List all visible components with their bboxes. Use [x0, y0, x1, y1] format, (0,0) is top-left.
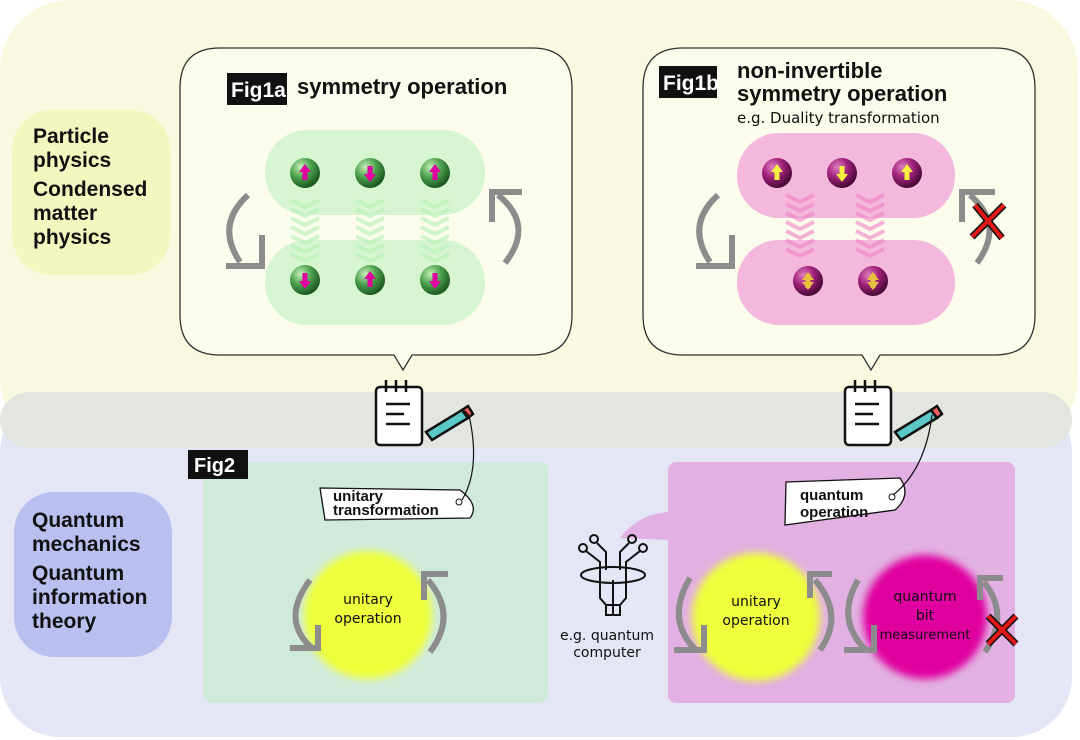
- svg-text:matter: matter: [33, 202, 97, 225]
- fig1a-bubble: Fig1a symmetry operation: [179, 47, 573, 372]
- svg-text:non-invertible: non-invertible: [737, 58, 882, 83]
- measurement-circle: [863, 555, 987, 679]
- svg-text:operation: operation: [800, 504, 868, 521]
- spin-up-down: [793, 266, 823, 296]
- svg-text:e.g. quantum: e.g. quantum: [560, 628, 654, 644]
- unitary-transformation-note: unitary transformation: [319, 409, 475, 521]
- fig1b-bubble: Fig1b non-invertible symmetry operation …: [642, 47, 1036, 372]
- fig1b-tag: [659, 66, 717, 98]
- cross-icon: [969, 202, 1007, 241]
- svg-text:quantum: quantum: [893, 589, 956, 605]
- spin-down: [290, 265, 320, 295]
- svg-text:Fig1a: Fig1a: [231, 79, 286, 102]
- svg-text:unitary: unitary: [333, 488, 384, 505]
- svg-text:symmetry operation: symmetry operation: [297, 74, 507, 99]
- svg-text:theory: theory: [32, 610, 97, 633]
- svg-text:Quantum: Quantum: [32, 562, 124, 585]
- spin-up: [892, 158, 922, 188]
- svg-text:Condensed: Condensed: [33, 178, 147, 201]
- notepad-pencil-icon: [374, 380, 475, 447]
- rotate-arrow-left: [696, 192, 721, 264]
- svg-text:symmetry operation: symmetry operation: [737, 81, 947, 106]
- svg-text:computer: computer: [573, 645, 641, 661]
- rotate-arrow-left-head: [696, 235, 735, 269]
- spin-up: [420, 158, 450, 188]
- svg-text:unitary: unitary: [731, 594, 781, 610]
- quantum-operation-note: quantum operation: [784, 414, 933, 526]
- spin-up-down: [858, 266, 888, 296]
- spin-up: [762, 158, 792, 188]
- speech-tail: [620, 512, 672, 540]
- rotate-arrow-right-head: [959, 189, 995, 222]
- coupling-chevrons: [420, 198, 450, 264]
- svg-text:quantum: quantum: [800, 487, 863, 504]
- svg-text:bit: bit: [916, 608, 935, 624]
- rotate-arrow-left: [226, 192, 251, 264]
- quantum-label: Quantum mechanics Quantum information th…: [32, 509, 148, 633]
- fig1a-tag: [227, 73, 287, 105]
- svg-text:transformation: transformation: [333, 502, 439, 519]
- spin-down: [420, 265, 450, 295]
- physics-label-box: [12, 110, 170, 275]
- coupling-chevrons: [290, 198, 320, 264]
- spin-down: [827, 158, 857, 188]
- svg-text:Fig2: Fig2: [194, 455, 235, 477]
- rotate-arrow-right: [496, 192, 522, 265]
- spin-up: [355, 265, 385, 295]
- loop-arrows: [290, 571, 1003, 654]
- svg-text:measurement: measurement: [880, 628, 971, 643]
- svg-text:Quantum: Quantum: [32, 509, 124, 532]
- svg-text:operation: operation: [334, 611, 401, 627]
- unitary-operation-circle: [304, 551, 432, 679]
- physics-label: Particle physics Condensed matter physic…: [33, 125, 147, 249]
- svg-text:physics: physics: [33, 149, 111, 172]
- cross-icon: [985, 613, 1019, 647]
- spin-down: [355, 158, 385, 188]
- svg-text:unitary: unitary: [343, 592, 393, 608]
- rotate-arrow-right-head: [489, 189, 522, 222]
- overlap-region: [0, 392, 1072, 448]
- spin-up: [290, 158, 320, 188]
- coupling-chevrons: [785, 193, 815, 259]
- svg-text:physics: physics: [33, 226, 111, 249]
- coupling-chevrons: [355, 198, 385, 264]
- fig2-tag: [188, 450, 248, 479]
- svg-text:information: information: [32, 586, 148, 609]
- unitary-operation-circle-2: [692, 553, 820, 681]
- svg-text:Fig1b: Fig1b: [663, 72, 719, 95]
- svg-text:operation: operation: [722, 613, 789, 629]
- svg-text:mechanics: mechanics: [32, 533, 141, 556]
- quantum-computer-icon: [578, 534, 648, 616]
- quantum-label-box: [14, 492, 172, 657]
- coupling-chevrons: [855, 193, 885, 259]
- svg-text:Particle: Particle: [33, 125, 109, 148]
- svg-text:e.g. Duality transformation: e.g. Duality transformation: [737, 109, 940, 127]
- notepad-pencil-icon: [843, 380, 944, 447]
- rotate-arrow-left-head: [226, 235, 265, 269]
- fig1b-bottom-chain: [737, 240, 955, 325]
